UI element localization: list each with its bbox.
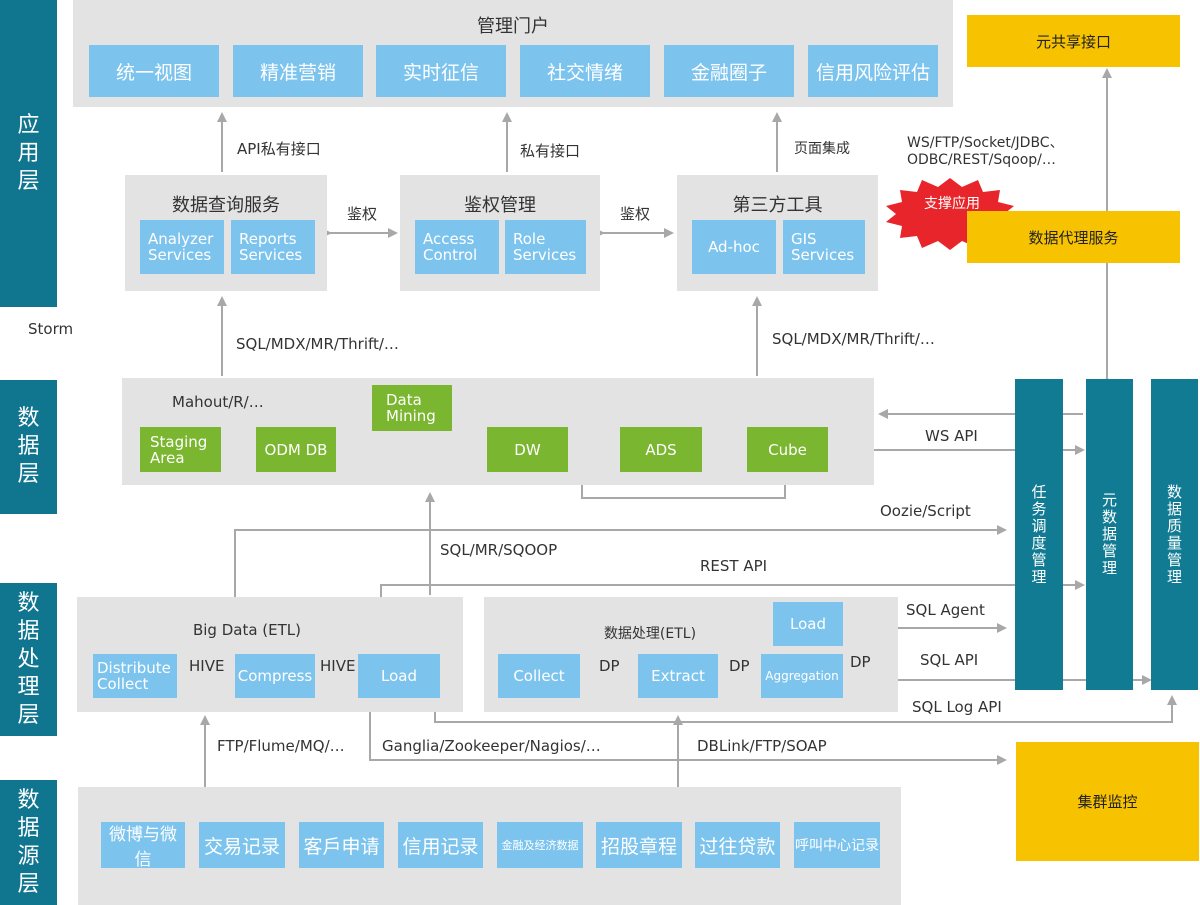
dblink-label: DBLink/FTP/SOAP — [697, 737, 827, 755]
layer-application: 应用层 — [0, 0, 57, 307]
third-party-title: 第三方工具 — [732, 195, 823, 216]
management-portal: 管理门户 统一视图 精准营销 实时征信 社交情绪 金融圈子 信用风险评估 — [73, 0, 953, 107]
gis-services[interactable]: GIS Services — [783, 220, 865, 274]
ads[interactable]: ADS — [620, 427, 702, 472]
storm-label: Storm — [28, 320, 74, 338]
third-party-tools: 第三方工具 Ad-hoc GIS Services — [677, 175, 878, 291]
portal-item[interactable]: 信用风险评估 — [808, 45, 938, 97]
big-data-load[interactable]: Load — [358, 654, 440, 698]
dp-label-2: DP — [729, 657, 750, 675]
source-item[interactable]: 呼叫中心记录 — [794, 822, 880, 868]
api-private-label: API私有接口 — [237, 140, 321, 158]
source-item[interactable]: 交易记录 — [199, 822, 285, 868]
odm-db[interactable]: ODM DB — [256, 427, 336, 472]
source-item[interactable]: 过往贷款 — [695, 822, 780, 868]
source-item[interactable]: 金融及经济数据 — [497, 822, 583, 868]
support-app-label: 支撑应用 — [924, 196, 980, 212]
portal-item[interactable]: 金融圈子 — [664, 45, 794, 97]
role-services[interactable]: Role Services — [505, 220, 586, 274]
dp-label-1: DP — [599, 657, 620, 675]
data-query-service: 数据查询服务 Analyzer Services Reports Service… — [125, 175, 327, 291]
auth-management: 鉴权管理 Access Control Role Services — [400, 175, 600, 291]
portal-item[interactable]: 社交情绪 — [520, 45, 650, 97]
portal-title: 管理门户 — [477, 16, 549, 37]
source-item[interactable]: 微博与微信 — [101, 822, 185, 870]
meta-share-interface[interactable]: 元共享接口 — [967, 15, 1180, 67]
task-scheduling[interactable]: 任务调度管理 — [1015, 379, 1063, 690]
sql-api-label: SQL API — [920, 651, 979, 669]
etl-load[interactable]: Load — [773, 602, 843, 646]
big-data-title: Big Data (ETL) — [192, 621, 302, 639]
portal-item[interactable]: 实时征信 — [376, 45, 506, 97]
distribute-collect[interactable]: Distribute Collect — [93, 654, 177, 698]
data-quality-management[interactable]: 数据质量管理 — [1151, 379, 1198, 690]
protocol-label-right: SQL/MDX/MR/Thrift/… — [772, 330, 935, 348]
protocol-label-left: SQL/MDX/MR/Thrift/… — [236, 335, 399, 353]
layer-data: 数据层 — [0, 380, 57, 514]
analyzer-services[interactable]: Analyzer Services — [140, 220, 224, 274]
aggregation[interactable]: Aggregation — [761, 654, 843, 698]
data-mining[interactable]: Data Mining — [372, 385, 452, 431]
layer-source: 数据源层 — [0, 780, 57, 905]
metadata-management[interactable]: 元数据管理 — [1086, 379, 1133, 690]
compress[interactable]: Compress — [235, 654, 315, 698]
reports-services[interactable]: Reports Services — [231, 220, 315, 274]
data-proxy-service[interactable]: 数据代理服务 — [967, 211, 1180, 263]
sql-mr-sqoop-label: SQL/MR/SQOOP — [440, 541, 558, 559]
query-service-title: 数据查询服务 — [172, 195, 280, 216]
extract[interactable]: Extract — [638, 654, 718, 698]
collect[interactable]: Collect — [498, 654, 580, 698]
source-item[interactable]: 信用记录 — [398, 822, 483, 868]
cube[interactable]: Cube — [747, 427, 828, 472]
source-item[interactable]: 客戶申请 — [299, 822, 384, 868]
layer-processing: 数据处理层 — [0, 583, 57, 736]
private-interface-label: 私有接口 — [520, 142, 581, 160]
adhoc[interactable]: Ad-hoc — [692, 220, 776, 274]
hive-label-1: HIVE — [189, 657, 225, 675]
sql-log-api-label: SQL Log API — [912, 698, 1002, 716]
portal-item[interactable]: 精准营销 — [233, 45, 363, 97]
dp-label-3: DP — [850, 653, 871, 671]
hive-label-2: HIVE — [320, 657, 356, 675]
sql-agent-label: SQL Agent — [906, 601, 985, 619]
source-item[interactable]: 招股章程 — [596, 822, 682, 868]
page-integration-label: 页面集成 — [794, 141, 850, 157]
oozie-label: Oozie/Script — [880, 502, 971, 520]
auth-label-right: 鉴权 — [620, 205, 651, 223]
protocol-list: WS/FTP/Socket/JDBC、ODBC/REST/Sqoop/… — [907, 135, 1064, 168]
ftp-flume-label: FTP/Flume/MQ/… — [217, 737, 345, 755]
auth-label-left: 鉴权 — [347, 205, 378, 223]
ganglia-label: Ganglia/Zookeeper/Nagios/… — [382, 737, 601, 755]
mahout-label: Mahout/R/… — [172, 393, 264, 411]
rest-api-label: REST API — [700, 557, 768, 575]
staging-area[interactable]: Staging Area — [140, 427, 221, 472]
dw[interactable]: DW — [487, 427, 568, 472]
ws-api-label: WS API — [925, 427, 978, 445]
cluster-monitor[interactable]: 集群监控 — [1016, 742, 1199, 861]
access-control[interactable]: Access Control — [415, 220, 499, 274]
etl-title: 数据处理(ETL) — [603, 626, 697, 642]
auth-title: 鉴权管理 — [464, 195, 536, 216]
portal-item[interactable]: 统一视图 — [89, 45, 219, 97]
